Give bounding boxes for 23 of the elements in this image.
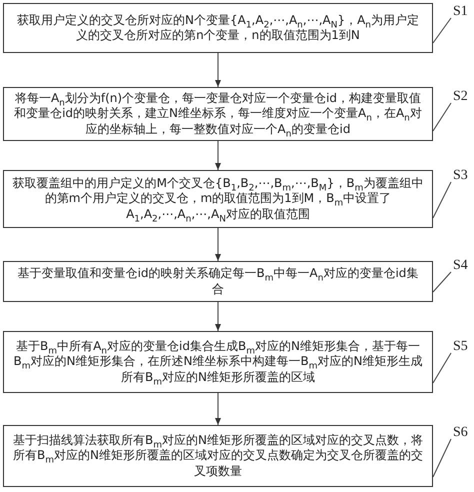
- process-box: 获取覆盖组中的用户定义的M个交叉仓{B$_{1}$,B$_{2}$,⋯,B$_{m}$,⋯,B$_{M}$}，B$_{m}$为覆盖组中的第m个用户定义的交叉仓，m的取值范围为1到M，B$_{m}$中设置了A$_{1}$,A$_{2}$,⋯,A$_{n}$,⋯,A$_{N}$对应的取值范围: [3, 170, 433, 228]
- step-label: S5: [453, 339, 468, 355]
- arrow: [215, 140, 221, 170]
- leader-line: [432, 102, 452, 132]
- arrow: [215, 52, 221, 88]
- process-box: 基于B$_{m}$中所有A$_{n}$对应的变量仓id集合生成B$_{m}$对应的N维矩形集合，基于每一B$_{m}$对应的N维矩形集合，在所述N维坐标系中构建每一B$_{m}$对应的N维矩形生成所有B$_{m}$对应的N维矩形所覆盖的区域: [3, 331, 433, 393]
- step-label: S1: [453, 4, 468, 20]
- step-label: S6: [453, 425, 468, 441]
- process-box: 基于变量取值和变量仓id的映射关系确定每一B$_{m}$中每一A$_{n}$对应的变量仓id集合: [3, 261, 433, 302]
- leader-line: [432, 182, 452, 218]
- arrow: [215, 392, 221, 426]
- step-label: S2: [453, 89, 468, 105]
- arrow: [215, 228, 221, 262]
- arrow: [215, 302, 221, 332]
- process-box: 将每一A$_{n}$划分为f(n)个变量仓，每一变量仓对应一个变量仓id，构建变量取值和变量仓id的映射关系，建立N维坐标系，每一维度对应一个变量A$_{n}$，在A$_{n}$对应的坐标轴上，每一整数值对应一个A$_{n}$的变量仓id: [3, 87, 433, 141]
- leader-line: [432, 352, 452, 384]
- process-box: 基于扫描线算法获取所有B$_{m}$对应的N维矩形所覆盖的区域对应的交叉点数，将所有B$_{m}$对应的N维矩形所覆盖的区域对应的交叉点数确定为交叉仓所覆盖的交叉项数量: [3, 425, 433, 487]
- leader-line: [432, 272, 452, 292]
- leader-line: [432, 438, 452, 478]
- step-label: S3: [453, 168, 468, 184]
- process-box: 获取用户定义的交叉仓所对应的N个变量{A$_{1}$,A$_{2}$,⋯,A$_{n}$,⋯,A$_{N}$}，A$_{n}$为用户定义的交叉仓所对应的第n个变量，n的取值范围为1到N: [3, 3, 433, 53]
- leader-line: [432, 18, 452, 44]
- step-label: S4: [453, 258, 468, 274]
